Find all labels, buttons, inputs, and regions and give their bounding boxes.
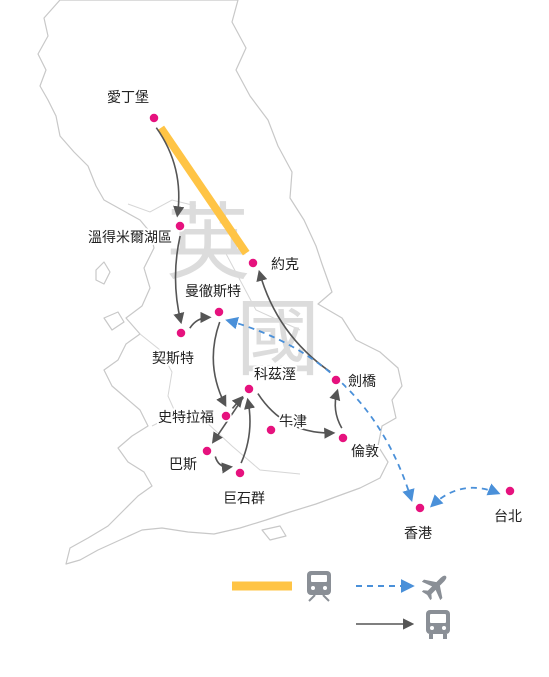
city-label-halo: 台北 [494, 509, 522, 525]
city-dot[interactable] [234, 467, 246, 479]
city-label-halo: 史特拉福 [158, 410, 214, 426]
isle-of-man-landmass [95, 261, 111, 285]
city-dot[interactable] [148, 112, 160, 124]
city-dot[interactable] [337, 432, 349, 444]
train-routes [157, 125, 250, 256]
flight-route-manchester-hong-kong [225, 317, 415, 503]
city-label: 牛津 [279, 414, 307, 430]
city-label-halo: 契斯特 [152, 351, 194, 367]
city-label: 契斯特 [152, 351, 194, 367]
flight-route-hong-kong-taipei [429, 483, 501, 508]
bus-icon [426, 610, 450, 639]
city-dot[interactable] [247, 257, 259, 269]
city-label-halo: 牛津 [279, 414, 307, 430]
legend [232, 571, 450, 639]
city-label-halo: 曼徹斯特 [185, 284, 241, 300]
coach-route-manchester-stratford [212, 321, 227, 407]
city-dot[interactable] [175, 327, 187, 339]
city-dot[interactable] [243, 383, 255, 395]
city-markers: 愛丁堡愛丁堡溫得米爾湖區溫得米爾湖區約克約克曼徹斯特曼徹斯特契斯特契斯特科茲溼科… [86, 88, 524, 544]
city-dot[interactable] [330, 374, 342, 386]
isle-of-wight-landmass [261, 525, 287, 541]
train-icon [307, 571, 331, 602]
airplane-icon [421, 575, 447, 601]
city-label: 倫敦 [351, 444, 379, 460]
city-label: 香港 [404, 526, 432, 542]
city-dot[interactable] [213, 306, 225, 318]
coach-route-lake-district-chester [173, 235, 185, 325]
coach-route-chester-manchester [189, 311, 212, 329]
city-label-halo: 香港 [404, 526, 432, 542]
city-label-halo: 倫敦 [351, 444, 379, 460]
city-dot[interactable] [414, 502, 426, 514]
city-label: 曼徹斯特 [185, 284, 241, 300]
city-label: 約克 [271, 257, 299, 273]
city-label-halo: 巨石群 [223, 491, 265, 507]
city-label-halo: 科茲溼 [254, 367, 296, 383]
city-dot[interactable] [220, 410, 232, 422]
city-label-halo: 溫得米爾湖區 [88, 229, 172, 246]
flight-routes [225, 317, 501, 508]
city-dot[interactable] [174, 220, 186, 232]
city-dot[interactable] [504, 485, 516, 497]
city-label: 巴斯 [169, 457, 197, 473]
city-dot[interactable] [201, 445, 213, 457]
anglesey-landmass [103, 311, 125, 331]
city-label: 溫得米爾湖區 [88, 229, 172, 246]
city-label-halo: 約克 [271, 257, 299, 273]
train-route-edinburgh-york [157, 125, 250, 256]
coach-route-edinburgh-lake-district [155, 127, 185, 218]
city-label-halo: 巴斯 [169, 457, 197, 473]
city-label: 劍橋 [348, 373, 376, 390]
city-label: 台北 [494, 509, 522, 525]
city-label-halo: 劍橋 [348, 373, 376, 390]
city-label: 科茲溼 [254, 367, 296, 383]
city-label-halo: 愛丁堡 [107, 90, 149, 106]
city-dot[interactable] [265, 424, 277, 436]
city-label: 史特拉福 [158, 410, 214, 426]
city-label: 巨石群 [223, 491, 265, 507]
city-label: 愛丁堡 [107, 90, 149, 106]
